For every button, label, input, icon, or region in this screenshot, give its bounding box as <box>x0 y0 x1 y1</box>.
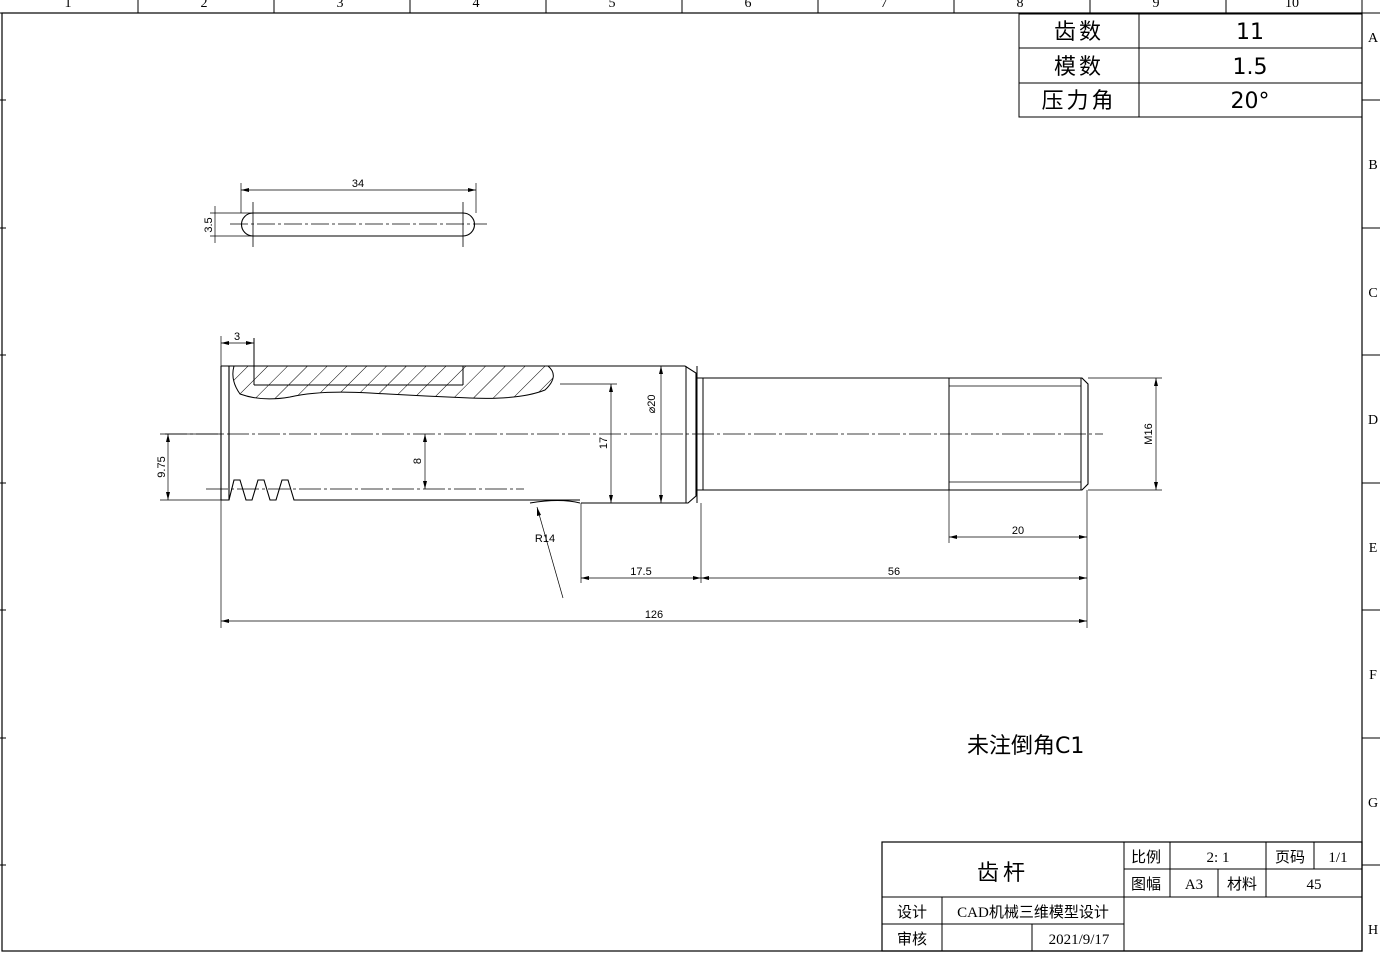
title-block <box>881 841 1363 952</box>
design-value: CAD机械三维模型设计 <box>957 904 1109 921</box>
height-8-dim: 8 <box>412 458 424 464</box>
pressure-angle-label: 压力角 <box>1041 89 1116 114</box>
total-length-dim: 126 <box>645 609 663 621</box>
length-175-dim: 17.5 <box>630 566 651 578</box>
material-value: 45 <box>1307 877 1322 893</box>
section-hatch <box>232 365 554 400</box>
col-label: 7 <box>881 0 888 11</box>
thread-m16-dim: M16 <box>1143 423 1155 444</box>
review-label: 审核 <box>897 930 927 948</box>
r14-arc <box>529 500 581 504</box>
chamfer-note: 未注倒角C1 <box>967 734 1084 759</box>
gear-module-label: 模数 <box>1054 55 1104 80</box>
gear-teeth-value: 11 <box>1236 20 1264 45</box>
left-offset-dim: 3 <box>234 331 240 343</box>
row-label: F <box>1369 668 1377 683</box>
keyway-width-dim: 3.5 <box>203 217 215 232</box>
row-label: E <box>1369 541 1378 556</box>
shaft-outline <box>697 377 1089 491</box>
page-value: 1/1 <box>1328 850 1347 866</box>
row-label: C <box>1368 286 1377 301</box>
col-label: 4 <box>473 0 480 11</box>
gear-module-value: 1.5 <box>1233 55 1268 80</box>
height-975-dim: 9.75 <box>156 456 168 477</box>
col-label: 2 <box>201 0 208 11</box>
design-label: 设计 <box>897 903 927 921</box>
col-label: 8 <box>1017 0 1024 11</box>
page-label: 页码 <box>1275 848 1305 866</box>
row-labels: A B C D E F G H <box>1368 31 1379 938</box>
rack-outline <box>220 365 697 504</box>
center-lines <box>165 433 1103 490</box>
scale-value: 2: 1 <box>1207 850 1230 866</box>
keyway-length-dim: 34 <box>352 178 364 190</box>
col-label: 9 <box>1153 0 1160 11</box>
height-17-dim: 17 <box>598 437 610 449</box>
gear-teeth-label: 齿数 <box>1054 20 1104 45</box>
column-labels: 1 2 3 4 5 6 7 8 9 10 <box>65 0 1300 11</box>
col-label: 10 <box>1285 0 1299 11</box>
row-label: G <box>1368 796 1378 811</box>
rack-shaft-view <box>220 338 1089 504</box>
keyway-outline <box>241 212 475 237</box>
material-label: 材料 <box>1227 875 1257 893</box>
row-label: A <box>1368 31 1379 46</box>
radius-r14-dim: R14 <box>535 533 555 545</box>
row-label: B <box>1368 158 1377 173</box>
diameter-20-dim: ⌀20 <box>646 395 658 414</box>
col-label: 5 <box>609 0 616 11</box>
col-label: 6 <box>745 0 752 11</box>
row-label: H <box>1368 923 1378 938</box>
gear-parameter-table: 齿数 11 模数 1.5 压力角 20° <box>1018 13 1363 118</box>
part-name: 齿杆 <box>977 861 1029 886</box>
col-label: 3 <box>337 0 344 11</box>
rack-teeth <box>221 479 580 501</box>
keyway-view <box>210 183 487 247</box>
col-label: 1 <box>65 0 72 11</box>
drawing-date: 2021/9/17 <box>1049 932 1110 948</box>
dimension-arrows <box>166 341 1158 623</box>
pressure-angle-value: 20° <box>1231 89 1270 114</box>
scale-label: 比例 <box>1131 848 1161 866</box>
thread-length-dim: 20 <box>1012 525 1024 537</box>
sheet-size-value: A3 <box>1185 877 1203 893</box>
sheet-size-label: 图幅 <box>1131 875 1161 893</box>
length-56-dim: 56 <box>888 566 900 578</box>
row-label: D <box>1368 413 1378 428</box>
